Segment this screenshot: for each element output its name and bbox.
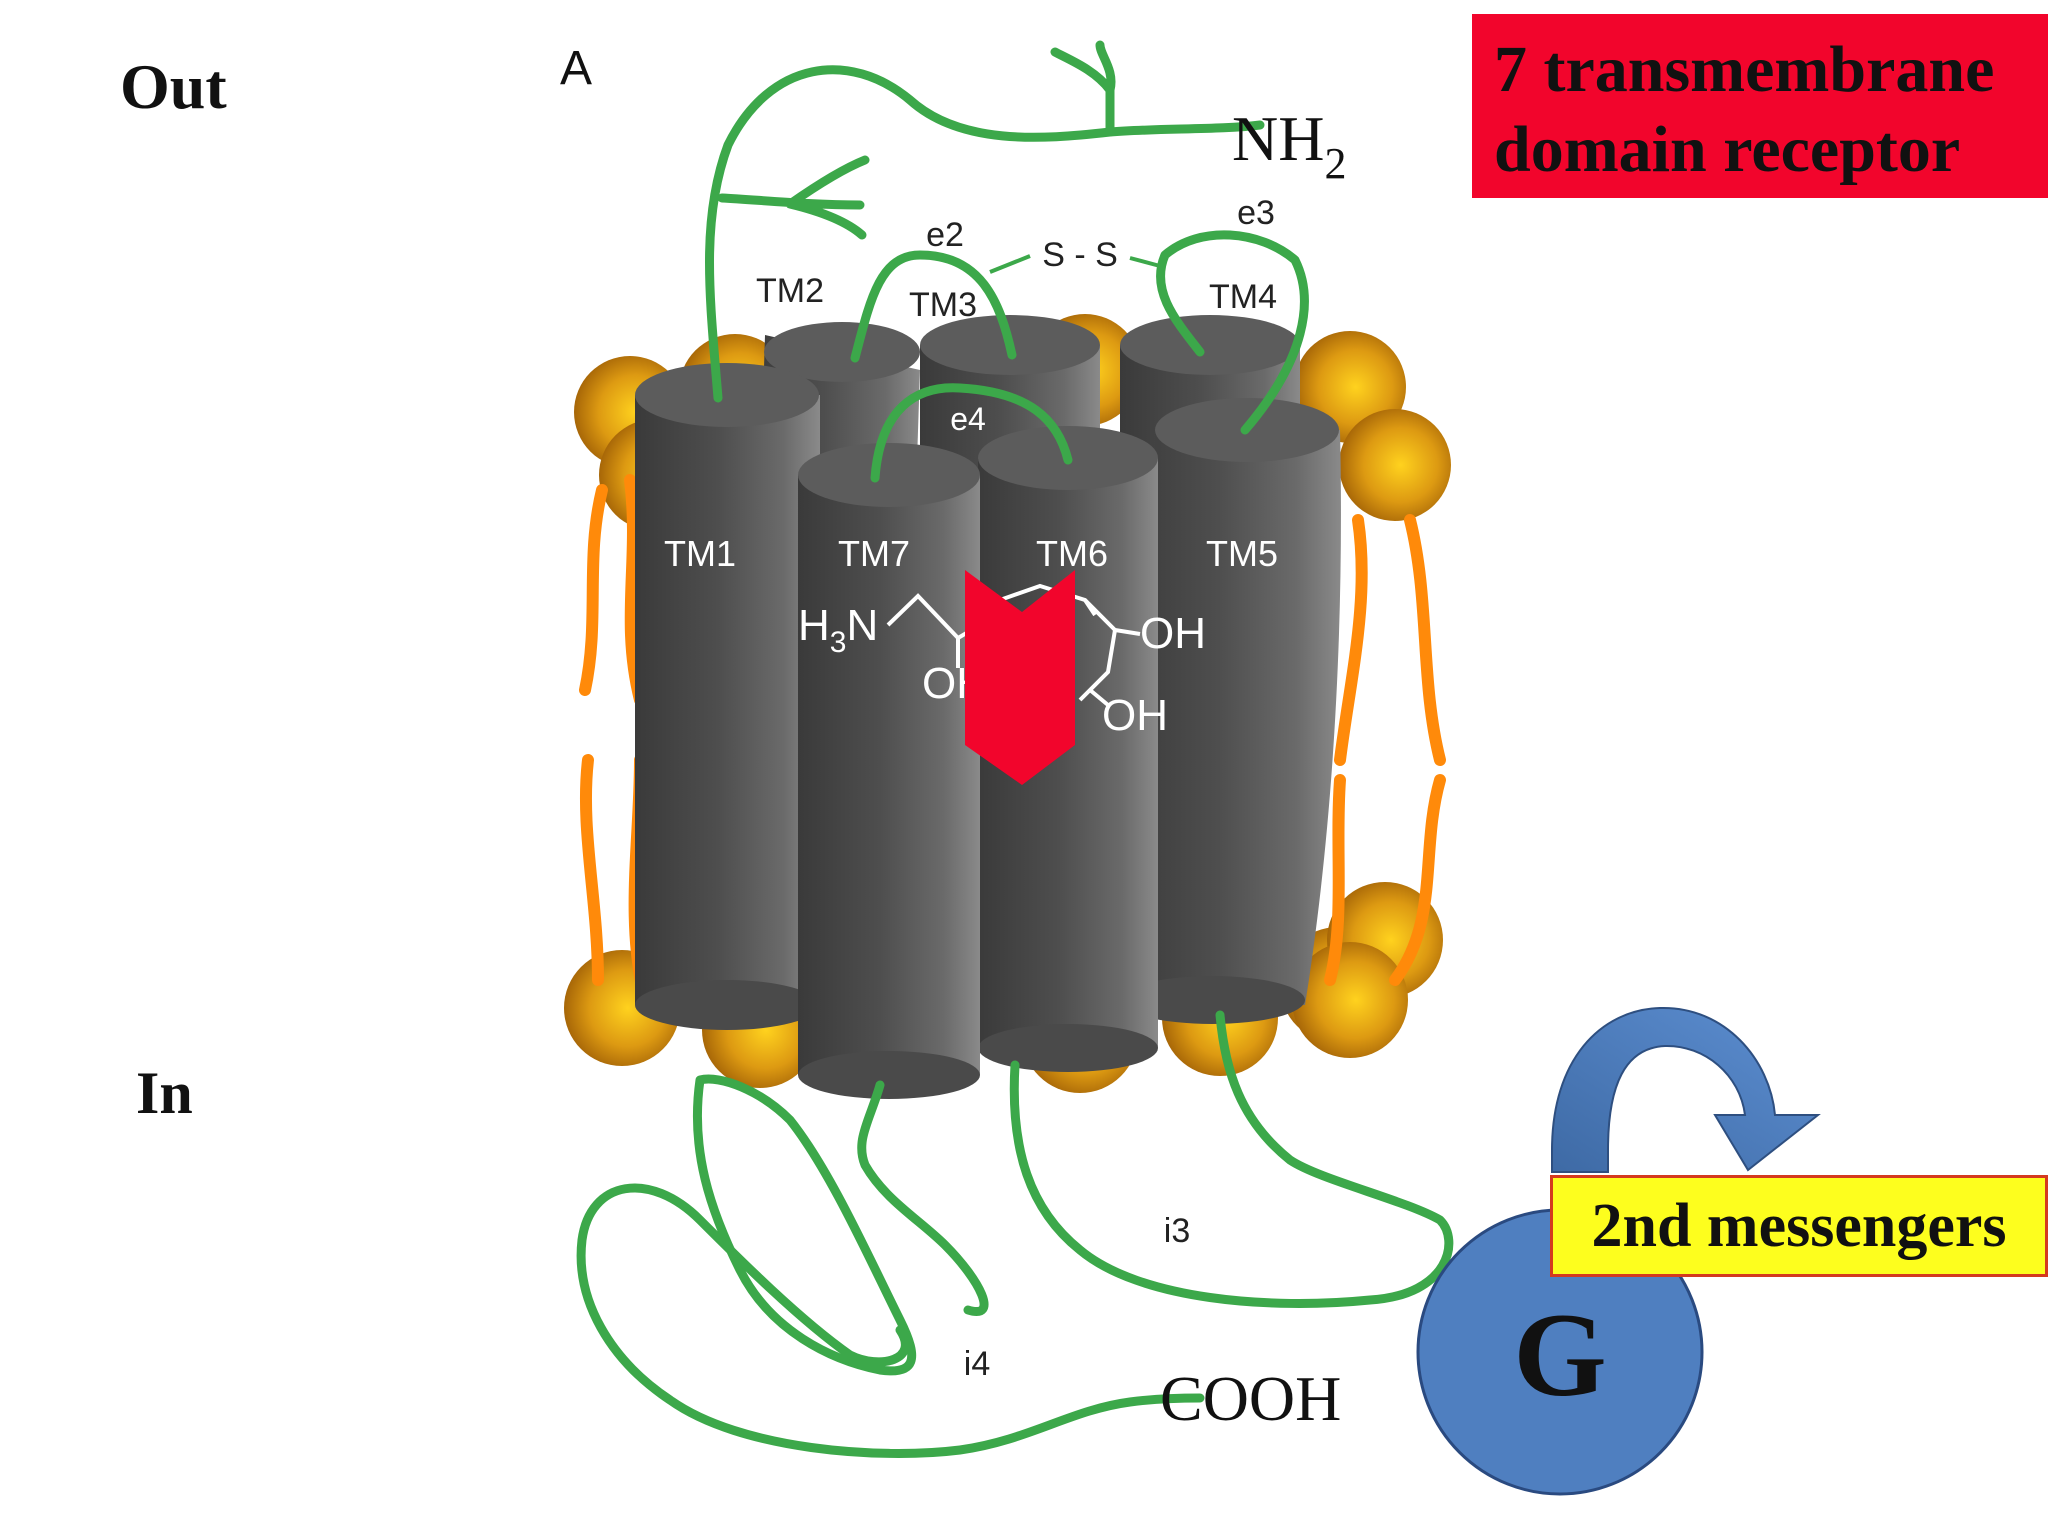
helix-label-tm7: TM7 [838, 533, 910, 574]
helix-label-tm5: TM5 [1206, 533, 1278, 574]
title-line-1: 7 transmembrane [1494, 33, 1995, 106]
second-messengers-box: 2nd messengers [1550, 1175, 2048, 1277]
c-terminus-label: COOH [1160, 1363, 1341, 1434]
ligand-binding-arrow [965, 570, 1075, 785]
panel-label: A [560, 42, 592, 95]
helix-label-tm6: TM6 [1036, 533, 1108, 574]
disulfide-bridge [989, 254, 1161, 274]
title-line-2: domain receptor [1494, 113, 1961, 186]
helix-label-tm3: TM3 [909, 286, 977, 324]
outside-label: Out [120, 51, 227, 122]
helix-label-tm1: TM1 [664, 533, 736, 574]
helix-tm1 [635, 363, 820, 1030]
ligand-oh-3: OH [1102, 691, 1168, 740]
signal-arrow [1551, 1006, 1821, 1173]
peptide-chain [576, 40, 1454, 1458]
ligand-amine: H3N [798, 601, 878, 659]
n-terminus-label: NH2 [1232, 103, 1346, 188]
second-messengers-label: 2nd messengers [1591, 1191, 2007, 1260]
disulfide-label: S - S [1042, 236, 1118, 274]
loop-label-e4: e4 [950, 401, 986, 437]
receptor-title-box: 7 transmembrane domain receptor [1472, 14, 2048, 198]
inside-label: In [136, 1060, 193, 1126]
helix-label-tm2: TM2 [756, 272, 824, 310]
loop-label-i3: i3 [1164, 1212, 1190, 1250]
loop-label-i4: i4 [964, 1345, 990, 1383]
g-protein-label: G [1513, 1288, 1606, 1421]
helix-label-tm4: TM4 [1209, 278, 1277, 316]
ligand-oh-2: OH [1140, 609, 1206, 658]
helix-tm7 [798, 443, 980, 1099]
loop-label-e2: e2 [926, 216, 964, 254]
loop-label-e3: e3 [1237, 194, 1275, 232]
